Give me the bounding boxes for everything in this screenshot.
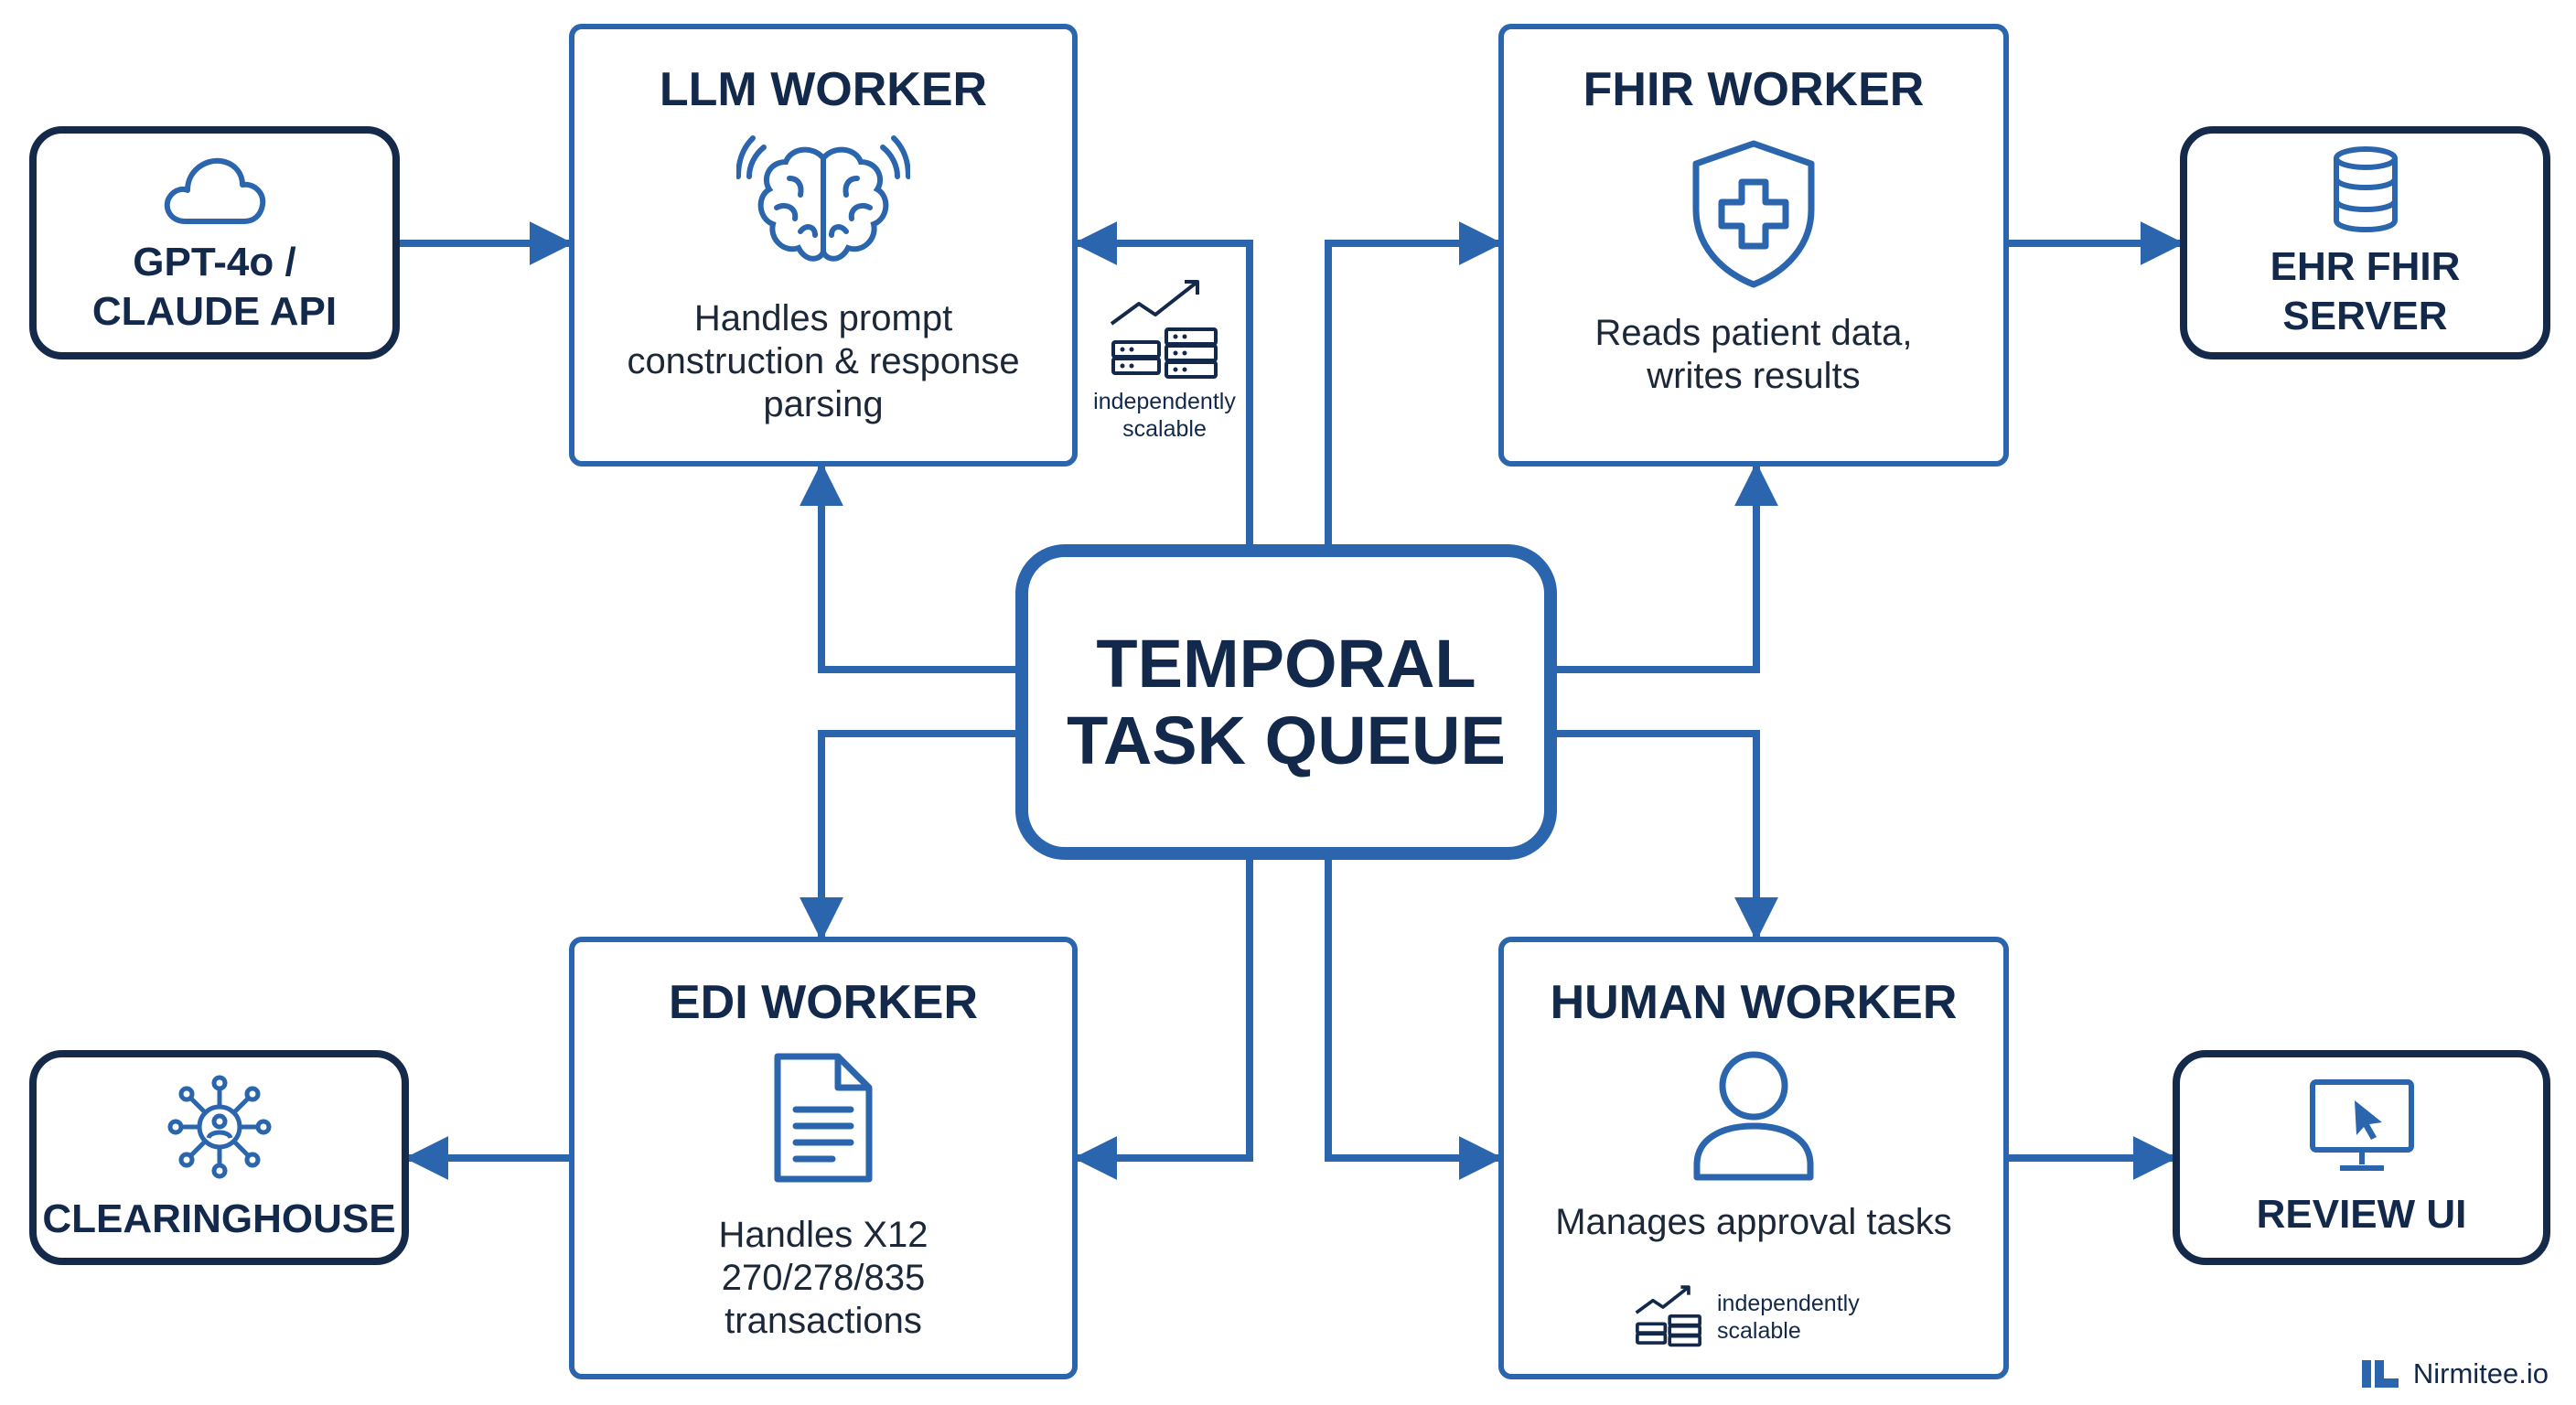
arrow-hub-to-edi-top — [800, 730, 1015, 941]
llm-worker-desc-line1: Handles prompt — [693, 298, 953, 339]
arrow-hub-to-human-top — [1557, 730, 1778, 941]
scalable-llm-line2: scalable — [1122, 416, 1207, 442]
human-worker-box: HUMAN WORKER Manages approval tasks — [1498, 937, 2009, 1379]
scalable-human-line1: independently — [1717, 1291, 1860, 1316]
fhir-worker-desc-line2: writes results — [1647, 356, 1861, 397]
edi-worker-desc-line1: Handles X12 — [718, 1215, 928, 1256]
clearinghouse-label: CLEARINGHOUSE — [42, 1196, 396, 1241]
cloud-icon — [164, 157, 265, 224]
edi-worker-desc-line3: transactions — [724, 1301, 922, 1342]
scalable-human-line2: scalable — [1717, 1318, 1801, 1344]
hub-title-line2: TASK QUEUE — [1067, 702, 1506, 778]
llm-worker-title: LLM WORKER — [659, 63, 988, 116]
user-icon — [1693, 1051, 1814, 1181]
shield-medical-icon — [1692, 140, 1815, 288]
network-icon — [167, 1075, 271, 1178]
nirmitee-logo-icon — [2361, 1360, 2399, 1388]
arrow-hub-to-fhir-left — [1325, 221, 1503, 544]
review-ui-label: REVIEW UI — [2256, 1191, 2467, 1237]
edi-worker-desc-line2: 270/278/835 — [721, 1258, 926, 1299]
arrow-hub-to-human-left — [1325, 860, 1503, 1180]
scaling-servers-icon — [1110, 280, 1218, 379]
human-worker-desc-line1: Manages approval tasks — [1555, 1202, 1952, 1243]
arrow-hub-to-edi-right — [1073, 860, 1253, 1180]
api-label-line2: CLAUDE API — [91, 288, 338, 334]
scalable-llm-line1: independently — [1093, 389, 1236, 414]
ehr-label-line2: SERVER — [2282, 293, 2448, 338]
scaling-servers-icon — [1635, 1285, 1701, 1347]
document-icon — [774, 1053, 873, 1183]
clearinghouse-box: CLEARINGHOUSE — [29, 1050, 409, 1265]
ehr-label-line1: EHR FHIR — [2270, 243, 2461, 289]
api-label-line1: GPT-4o / — [133, 239, 296, 284]
llm-worker-desc-line3: parsing — [763, 384, 884, 425]
llm-worker-desc-line2: construction & response — [627, 341, 1020, 382]
arrow-hub-to-llm-bottom — [800, 462, 1015, 673]
review-ui-box: REVIEW UI — [2173, 1050, 2550, 1265]
arrow-hub-to-fhir-bottom — [1557, 462, 1778, 673]
brand-logo: Nirmitee.io — [2360, 1357, 2549, 1390]
brand-name: Nirmitee.io — [2412, 1357, 2549, 1389]
human-worker-title: HUMAN WORKER — [1550, 976, 1958, 1029]
fhir-worker-box: FHIR WORKER Reads patient data, writes r… — [1498, 24, 2009, 467]
fhir-worker-desc-line1: Reads patient data, — [1594, 313, 1913, 354]
edi-worker-title: EDI WORKER — [669, 976, 978, 1029]
scalable-note-llm: independently scalable — [1087, 274, 1242, 443]
database-icon — [2333, 145, 2398, 232]
ehr-server-box: EHR FHIR SERVER — [2180, 126, 2550, 359]
temporal-task-queue-hub: TEMPORAL TASK QUEUE — [1015, 544, 1557, 860]
api-box: GPT-4o / CLAUDE API — [29, 126, 400, 359]
fhir-worker-title: FHIR WORKER — [1583, 63, 1925, 116]
arrow-hub-to-llm-right — [1073, 221, 1253, 544]
brain-icon — [736, 135, 910, 262]
scalable-note-human: independently scalable — [1633, 1282, 1860, 1352]
monitor-cursor-icon — [2309, 1078, 2414, 1171]
hub-title-line1: TEMPORAL — [1096, 625, 1476, 702]
llm-worker-box: LLM WORKER Handles prompt construction &… — [569, 24, 1078, 467]
edi-worker-box: EDI WORKER Handles X12 270/278/835 trans… — [569, 937, 1078, 1379]
